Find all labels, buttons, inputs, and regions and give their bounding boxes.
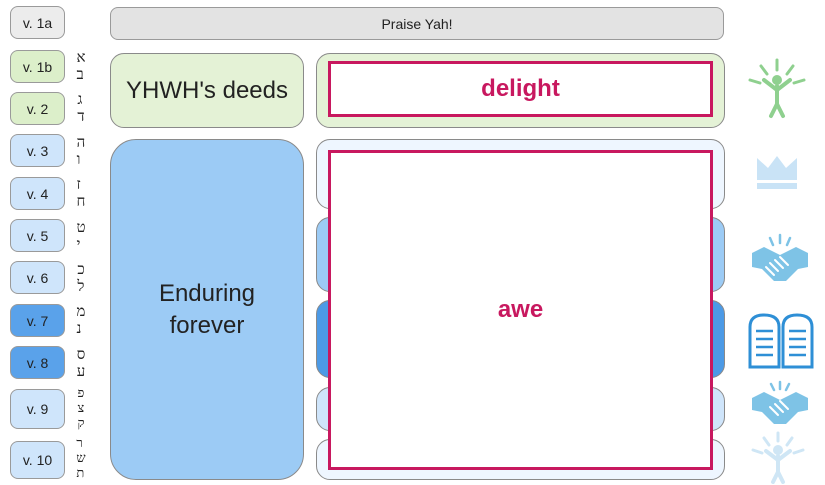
awe-label: awe: [497, 296, 544, 323]
tablets-icon: [748, 313, 814, 369]
hebrew-letter: ר: [76, 436, 83, 451]
hebrew-letter: נ: [76, 319, 82, 337]
verse-label: v. 9: [26, 401, 49, 417]
delight-box: delight: [328, 61, 713, 117]
verse-button-8[interactable]: v. 8: [10, 346, 65, 379]
header-title: Praise Yah!: [381, 15, 453, 32]
awe-box: awe: [328, 150, 713, 470]
hebrew-letter: א: [76, 48, 86, 66]
verse-button-5[interactable]: v. 5: [10, 219, 65, 252]
hebrew-letter: ד: [77, 107, 85, 125]
verse-label: v. 3: [26, 142, 49, 159]
verse-button-6[interactable]: v. 6: [10, 261, 65, 294]
verse-label: v. 1b: [22, 58, 53, 75]
enduring-box: Enduring forever: [110, 139, 304, 480]
person-rays-icon: [751, 431, 805, 484]
hebrew-letter: ע: [76, 362, 86, 380]
verse-label: v. 10: [22, 452, 53, 468]
hebrew-letter: מ: [76, 302, 86, 320]
deeds-label: YHWH's deeds: [126, 76, 288, 104]
hebrew-letter: ט: [76, 218, 86, 236]
hebrew-letter: ו: [76, 150, 81, 168]
verse-button-7[interactable]: v. 7: [10, 304, 65, 337]
hebrew-letter: ז: [76, 175, 81, 193]
hebrew-letter: פ: [77, 386, 85, 401]
verse-button-9[interactable]: v. 9: [10, 389, 65, 429]
verse-label: v. 6: [26, 269, 49, 286]
verse-label: v. 2: [26, 100, 49, 117]
person-rays-icon: [748, 58, 806, 118]
verse-button-3[interactable]: v. 3: [10, 134, 65, 167]
hebrew-letter: ק: [77, 416, 85, 431]
verse-button-4[interactable]: v. 4: [10, 177, 65, 210]
verse-label: v. 5: [26, 227, 49, 244]
enduring-label: Enduring forever: [158, 279, 256, 339]
hebrew-letter: ב: [76, 65, 84, 83]
hebrew-letter: ת: [76, 466, 85, 481]
verse-label: v. 8: [26, 354, 49, 371]
header-bar: Praise Yah!: [110, 7, 724, 40]
verse-label: v. 7: [26, 312, 49, 329]
hebrew-letter: צ: [77, 401, 85, 416]
hebrew-letter: ח: [76, 192, 86, 210]
handshake-icon: [752, 233, 808, 281]
hebrew-letter: י: [76, 235, 81, 253]
hebrew-letter: ל: [77, 277, 85, 295]
delight-label: delight: [481, 75, 560, 102]
deeds-box: YHWH's deeds: [110, 53, 304, 128]
verse-label: v. 1a: [22, 14, 53, 31]
verse-button-10[interactable]: v. 10: [10, 441, 65, 479]
hebrew-letter: ה: [76, 133, 86, 151]
hebrew-letter: כ: [77, 260, 85, 278]
hebrew-letter: ס: [76, 345, 86, 363]
handshake-icon: [752, 380, 808, 424]
crown-icon: [757, 156, 797, 189]
verse-button-1a[interactable]: v. 1a: [10, 6, 65, 39]
verse-button-1b[interactable]: v. 1b: [10, 50, 65, 83]
verse-label: v. 4: [26, 185, 49, 202]
hebrew-letter: ג: [77, 90, 83, 108]
verse-button-2[interactable]: v. 2: [10, 92, 65, 125]
hebrew-letter: ש: [76, 451, 86, 466]
